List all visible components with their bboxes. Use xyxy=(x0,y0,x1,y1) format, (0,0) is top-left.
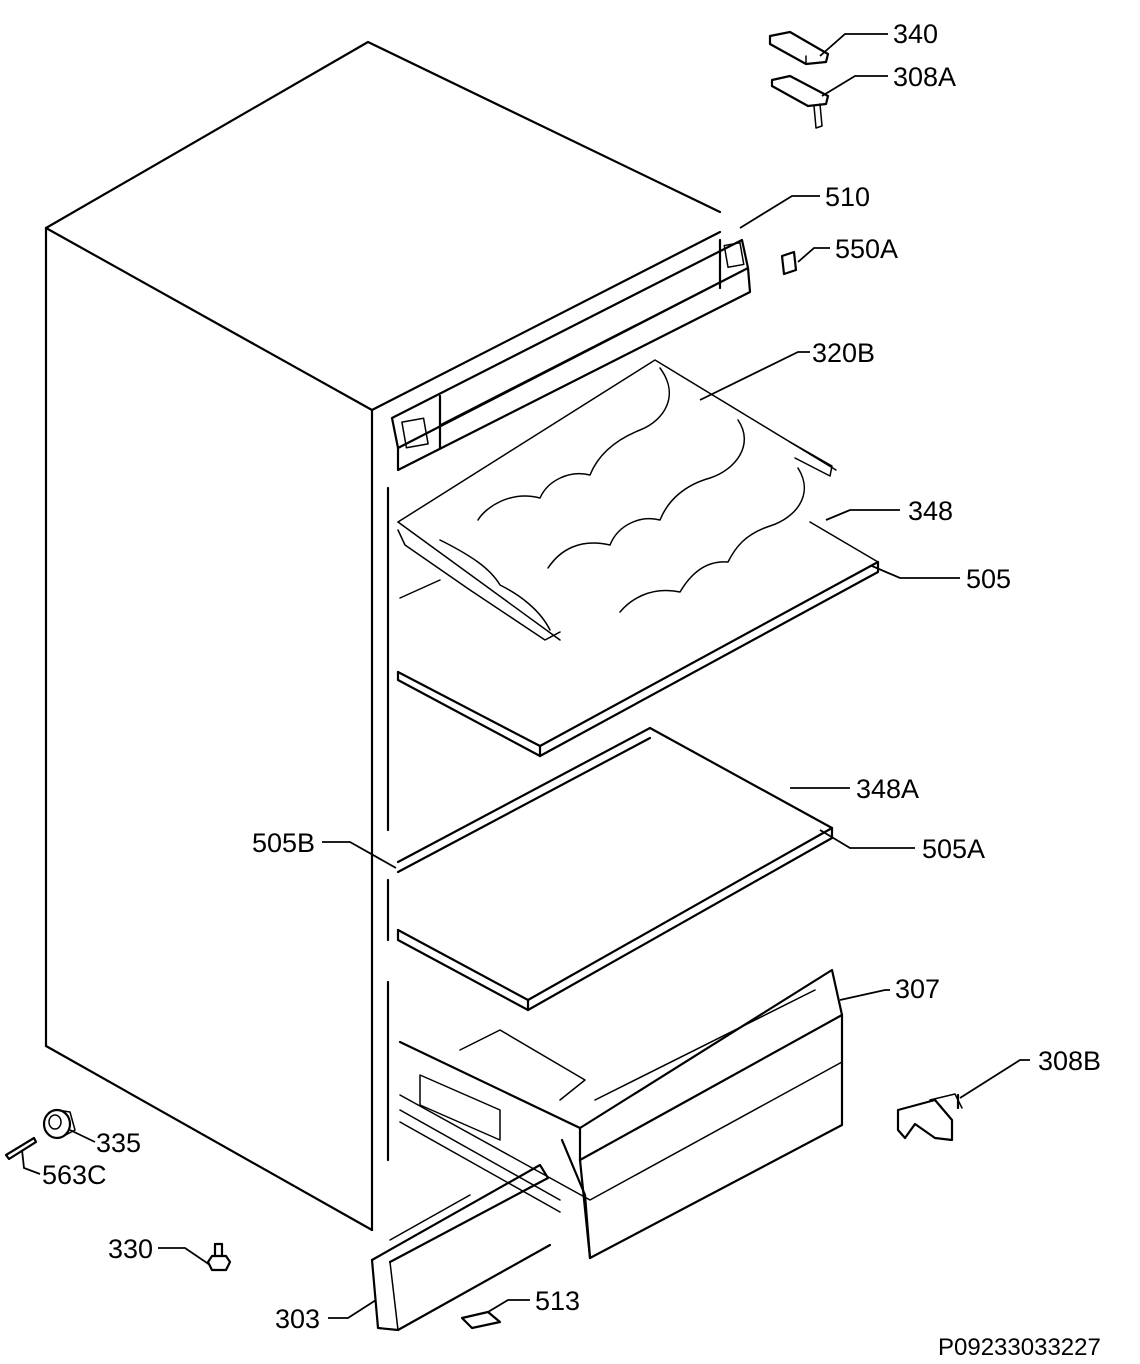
hinge-cover-340 xyxy=(768,30,830,66)
cabinet-body xyxy=(44,40,722,1232)
shelf-348a xyxy=(396,726,834,1012)
label-307: 307 xyxy=(895,974,940,1004)
label-510: 510 xyxy=(825,182,870,212)
label-550a xyxy=(780,250,798,276)
shelf-348 xyxy=(396,521,880,758)
hinge-308b xyxy=(896,1093,963,1142)
label-320b: 320B xyxy=(812,338,875,368)
label-550a: 550A xyxy=(835,234,898,264)
label-330: 330 xyxy=(108,1234,153,1264)
label-308a: 308A xyxy=(893,62,956,92)
label-563c: 563C xyxy=(42,1160,107,1190)
control-panel-510 xyxy=(390,238,752,472)
pin-563c xyxy=(4,1136,38,1161)
label-513: 513 xyxy=(535,1286,580,1316)
label-505b: 505B xyxy=(252,828,315,858)
label-340: 340 xyxy=(893,19,938,49)
screw-330 xyxy=(206,1242,232,1272)
part-513 xyxy=(460,1310,502,1330)
label-505: 505 xyxy=(966,564,1011,594)
label-505a: 505A xyxy=(922,834,985,864)
label-303: 303 xyxy=(275,1304,320,1334)
diagram-code: P09233033227 xyxy=(938,1334,1101,1361)
hinge-308a xyxy=(770,74,830,129)
foot-335 xyxy=(42,1108,76,1140)
label-335: 335 xyxy=(96,1128,141,1158)
plinth-303 xyxy=(370,1163,552,1332)
label-348: 348 xyxy=(908,496,953,526)
wine-rack-320b xyxy=(397,359,837,641)
drawer-307 xyxy=(398,968,844,1260)
label-348a: 348A xyxy=(856,774,919,804)
label-308b: 308B xyxy=(1038,1046,1101,1076)
leader-lines xyxy=(21,33,1030,1319)
